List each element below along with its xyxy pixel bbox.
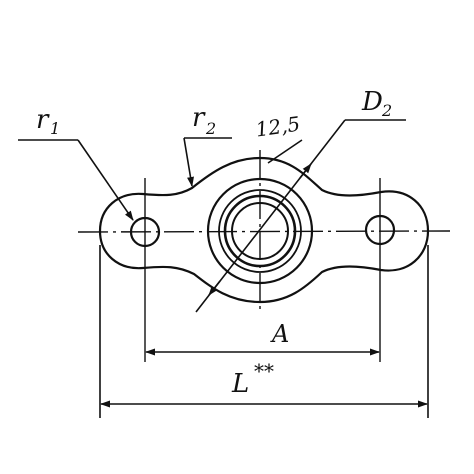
d2-arrow-lower (208, 280, 221, 296)
r1-subscript: 1 (50, 119, 60, 138)
value-125-label: 12,5 (254, 112, 301, 142)
d2-arrow-upper (299, 163, 312, 179)
horizontal-center-line (77, 230, 451, 233)
dimension-l-superscript: ** (254, 359, 274, 383)
r1-label: r (36, 105, 50, 135)
r1-leader-arrow (77, 139, 134, 221)
d2-leader-line (195, 119, 346, 313)
d2-subscript: 2 (381, 101, 392, 120)
value-125-leader (267, 139, 303, 164)
r2-leader-arrow (183, 137, 194, 187)
r2-subscript: 2 (205, 119, 216, 138)
dimension-l-label: L (231, 369, 249, 399)
dimension-a-label: A (270, 320, 289, 348)
d2-label: D (361, 87, 383, 117)
r2-label: r (192, 103, 206, 133)
